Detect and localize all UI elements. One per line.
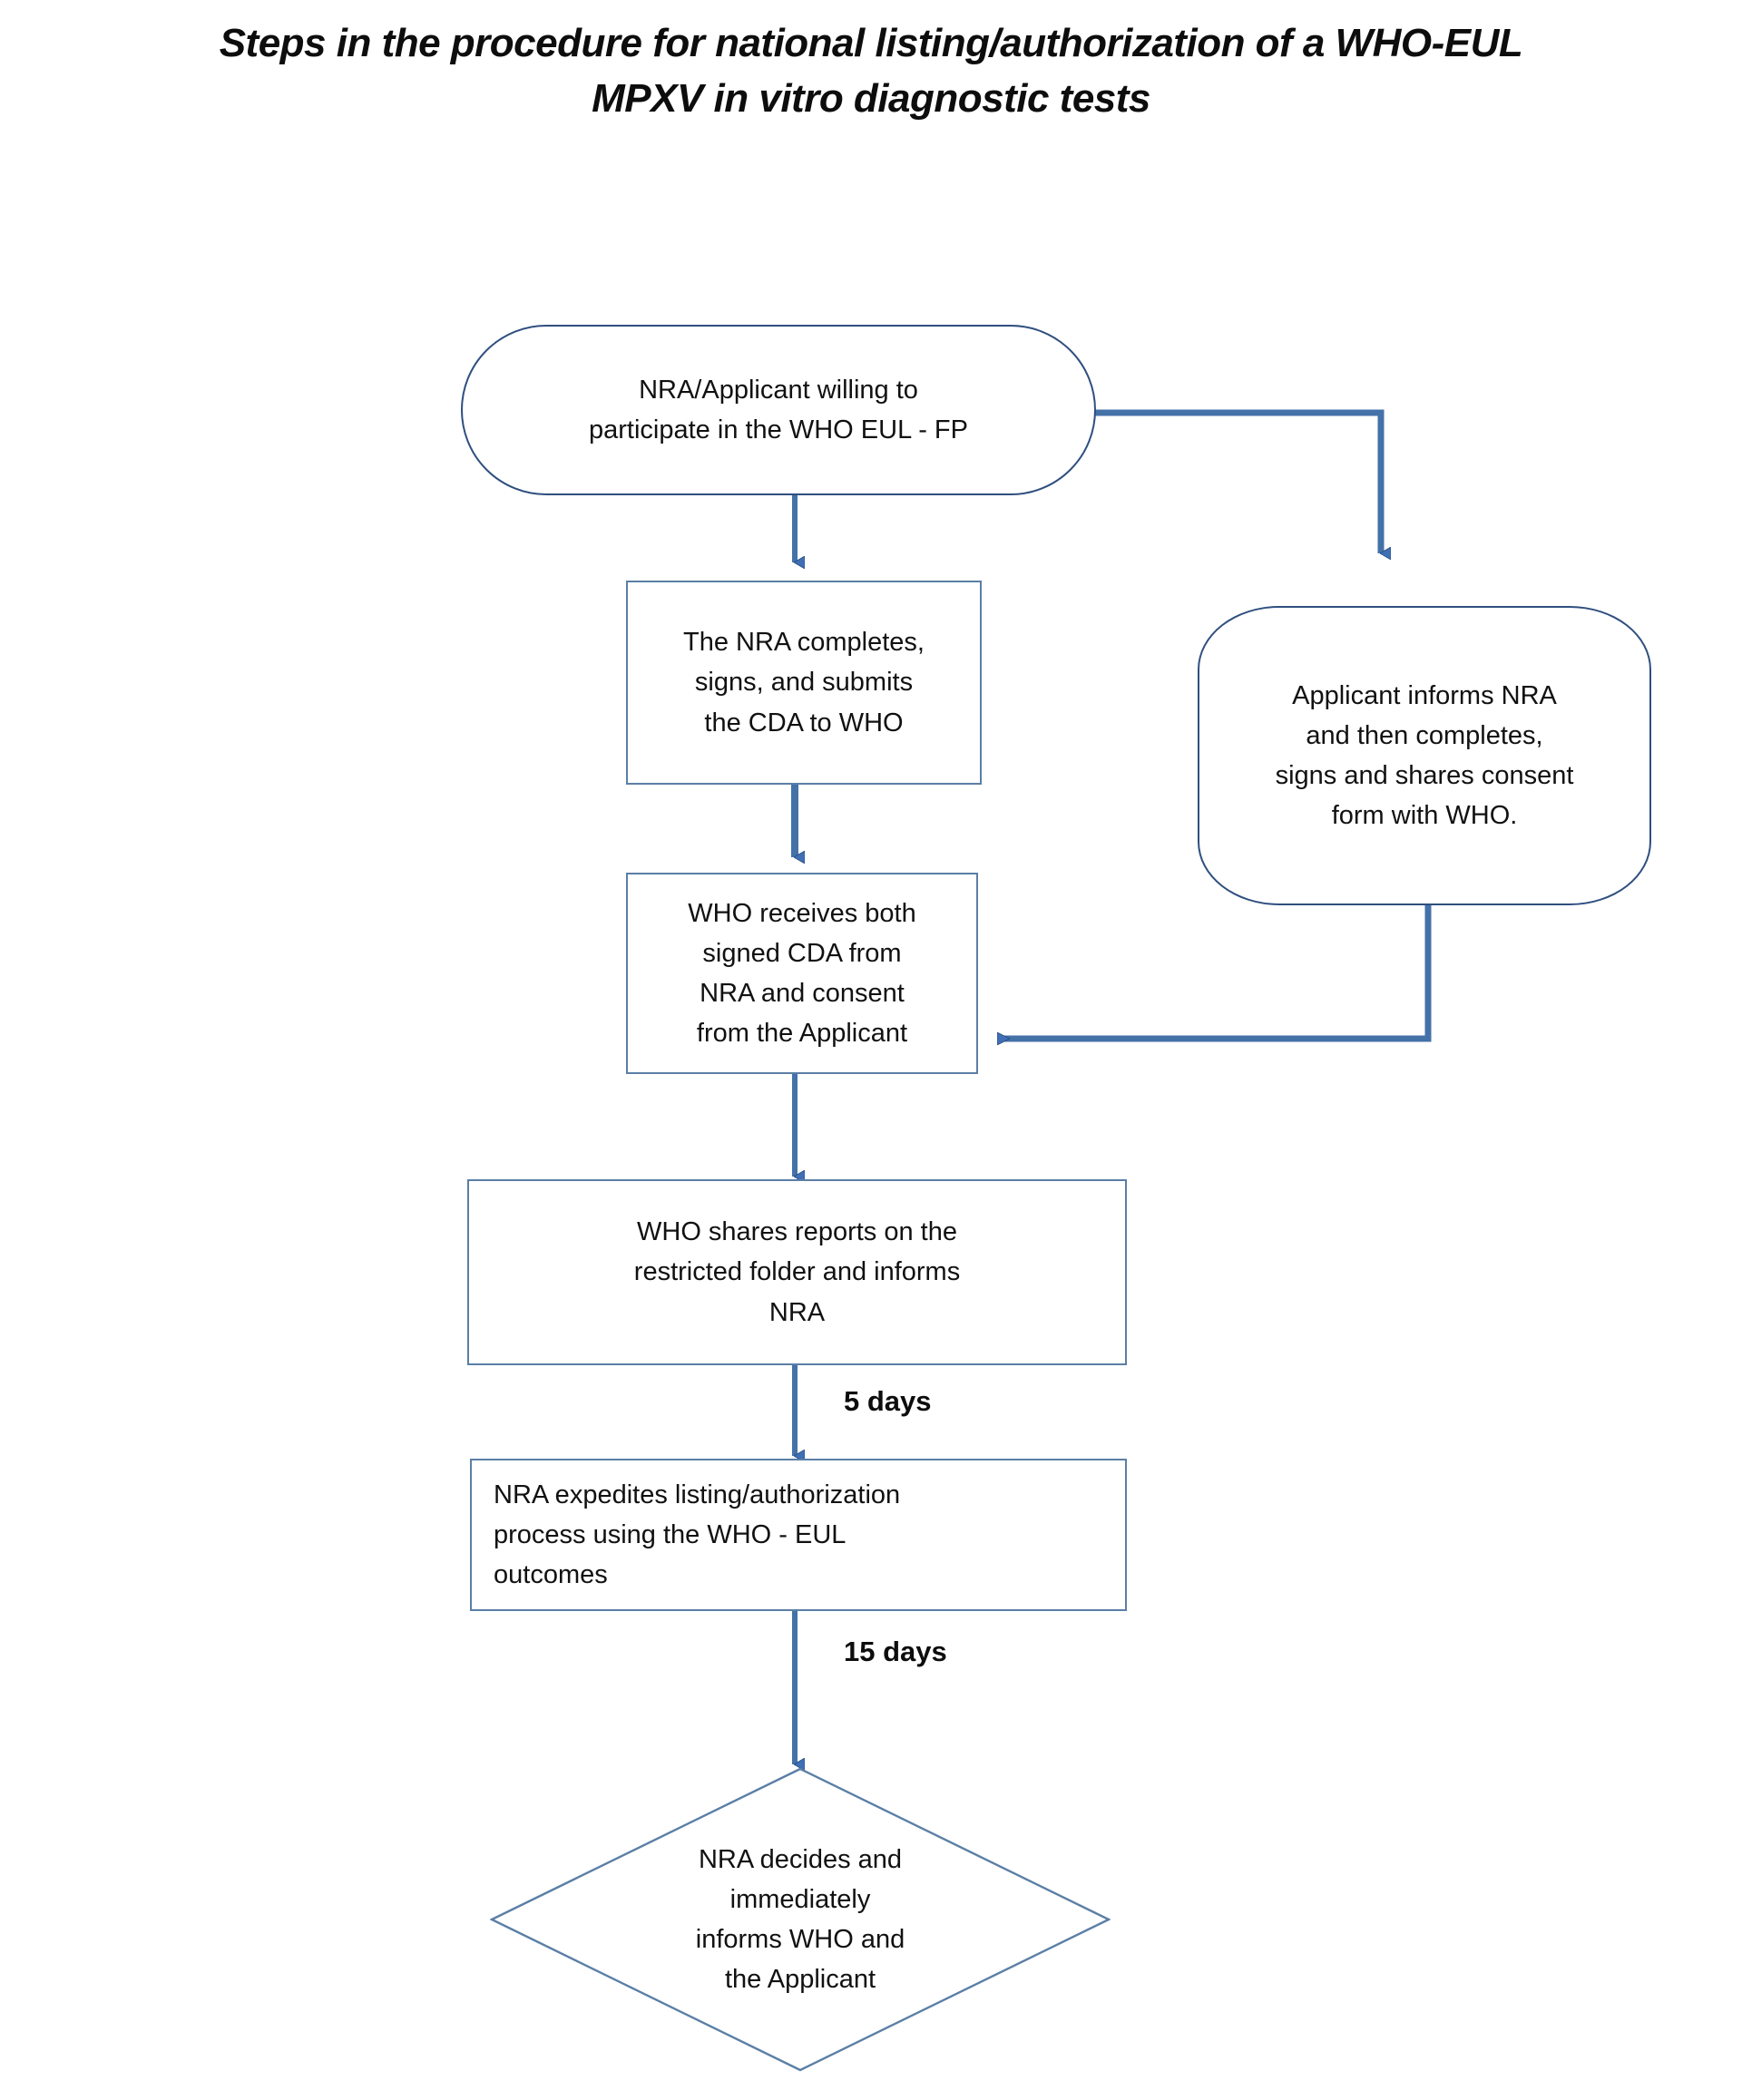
node-nra-decides[interactable]: NRA decides and immediately informs WHO …	[490, 1767, 1111, 2072]
node-nra-completes-cda-label: The NRA completes, signs, and submits th…	[683, 628, 925, 737]
node-who-receives-both-label: WHO receives both signed CDA from NRA an…	[688, 898, 916, 1049]
node-applicant-informs-nra[interactable]: Applicant informs NRA and then completes…	[1198, 606, 1651, 905]
node-nra-expedites-label: NRA expedites listing/authorization proc…	[494, 1480, 901, 1590]
node-who-receives-both[interactable]: WHO receives both signed CDA from NRA an…	[626, 873, 978, 1074]
node-nra-completes-cda[interactable]: The NRA completes, signs, and submits th…	[626, 581, 982, 785]
node-who-shares-reports[interactable]: WHO shares reports on the restricted fol…	[467, 1179, 1127, 1365]
node-nra-expedites[interactable]: NRA expedites listing/authorization proc…	[470, 1459, 1127, 1611]
edge-label-5-days: 5 days	[844, 1385, 932, 1417]
page-title: Steps in the procedure for national list…	[219, 21, 1523, 121]
edge-label-15-days: 15 days	[844, 1636, 947, 1667]
node-start-nra-applicant-willing[interactable]: NRA/Applicant willing to participate in …	[461, 325, 1096, 495]
diamond-shape	[490, 1767, 1111, 2072]
edge-start-to-applicant-consent	[1093, 409, 1381, 553]
node-start-label: NRA/Applicant willing to participate in …	[589, 375, 968, 444]
node-applicant-informs-nra-label: Applicant informs NRA and then completes…	[1275, 680, 1574, 831]
node-nra-decides-label: NRA decides and immediately informs WHO …	[695, 1844, 905, 1995]
edge-applicant-consent-to-who-receives	[998, 903, 1432, 1039]
node-who-shares-reports-label: WHO shares reports on the restricted fol…	[633, 1217, 961, 1327]
